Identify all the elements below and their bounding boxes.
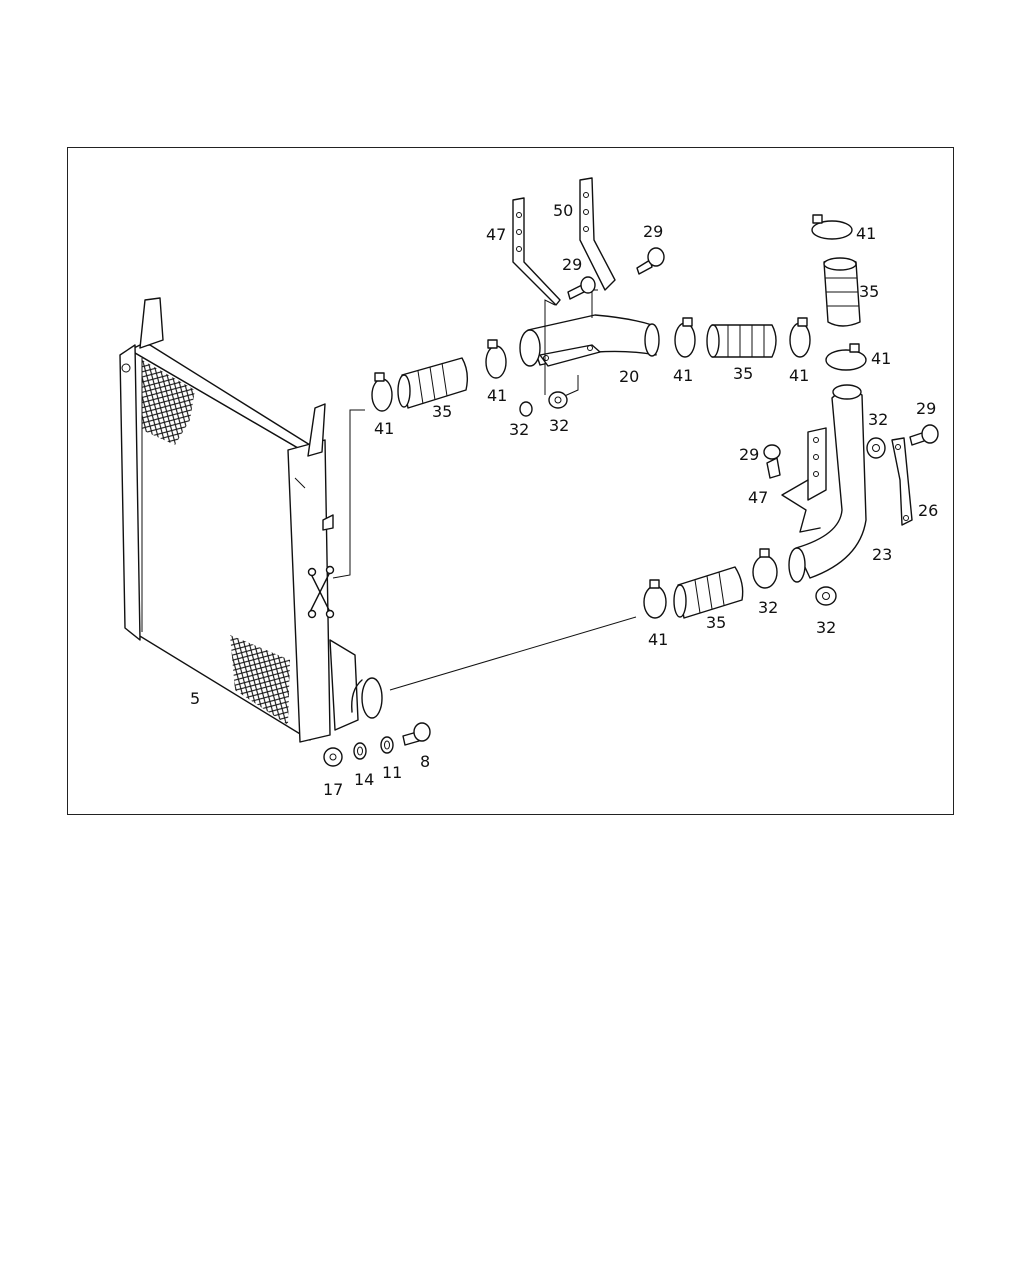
- callout-29-a: 29: [562, 255, 582, 274]
- callout-14: 14: [354, 770, 374, 789]
- callout-labels: 5 8 11 14 17 20 23 26 29 29 29 29 32 32 …: [190, 201, 938, 799]
- callout-32-d: 32: [816, 618, 836, 637]
- callout-29-c: 29: [739, 445, 759, 464]
- callout-35-b: 35: [733, 364, 753, 383]
- callout-35-c: 35: [859, 282, 879, 301]
- callout-26: 26: [918, 501, 938, 520]
- callout-47-b: 47: [748, 488, 768, 507]
- callout-41-g: 41: [648, 630, 668, 649]
- callout-41-c: 41: [673, 366, 693, 385]
- hose-assembly-lower: [643, 548, 778, 619]
- diagram-frame: [67, 147, 954, 815]
- leader-line-upper: [332, 409, 365, 579]
- bracket-47-lower: [781, 427, 827, 533]
- bolt-29-d: [909, 424, 939, 446]
- callout-35-d: 35: [706, 613, 726, 632]
- nut-32-a: [548, 391, 568, 409]
- bracket-47-upper: [512, 197, 561, 306]
- callout-11: 11: [382, 763, 402, 782]
- callout-35-a: 35: [432, 402, 452, 421]
- washer-11: [380, 736, 394, 754]
- callout-8: 8: [420, 752, 430, 771]
- leader-line-lower: [389, 616, 637, 691]
- callout-5: 5: [190, 689, 200, 708]
- callout-29-d: 29: [916, 399, 936, 418]
- callout-32-b: 32: [549, 416, 569, 435]
- hose-assembly-right-upper: [674, 317, 811, 358]
- callout-29-b: 29: [643, 222, 663, 241]
- callout-23: 23: [872, 545, 892, 564]
- callout-41-h: 32: [758, 598, 778, 617]
- callout-32-a: 32: [509, 420, 529, 439]
- charge-air-pipe-lower: [788, 384, 867, 583]
- callout-47-a: 47: [486, 225, 506, 244]
- bolt-29-a: [567, 276, 596, 300]
- callout-50: 50: [553, 201, 573, 220]
- nut-32-c: [815, 586, 837, 606]
- bolt-29-c: [763, 444, 781, 479]
- callout-20: 20: [619, 367, 639, 386]
- callout-41-a: 41: [374, 419, 394, 438]
- bolt-8: [402, 722, 431, 746]
- callout-17: 17: [323, 780, 343, 799]
- callout-41-f: 41: [871, 349, 891, 368]
- mounting-bracket-x: [307, 565, 335, 619]
- callout-41-b: 41: [487, 386, 507, 405]
- washer-32-a: [519, 401, 533, 417]
- nut-17: [323, 747, 343, 767]
- bracket-50: [579, 177, 616, 291]
- callout-41-e: 41: [856, 224, 876, 243]
- callout-32-c: 32: [868, 410, 888, 429]
- bracket-26: [891, 437, 913, 526]
- intercooler-core: [119, 297, 383, 743]
- hose-assembly-vertical: [811, 214, 867, 371]
- callout-41-d: 41: [789, 366, 809, 385]
- nut-32-b: [866, 437, 886, 459]
- hose-assembly-left: [371, 339, 507, 412]
- bolt-29-b: [636, 247, 665, 275]
- washer-14: [353, 742, 367, 760]
- charge-air-pipe-upper: [519, 314, 660, 367]
